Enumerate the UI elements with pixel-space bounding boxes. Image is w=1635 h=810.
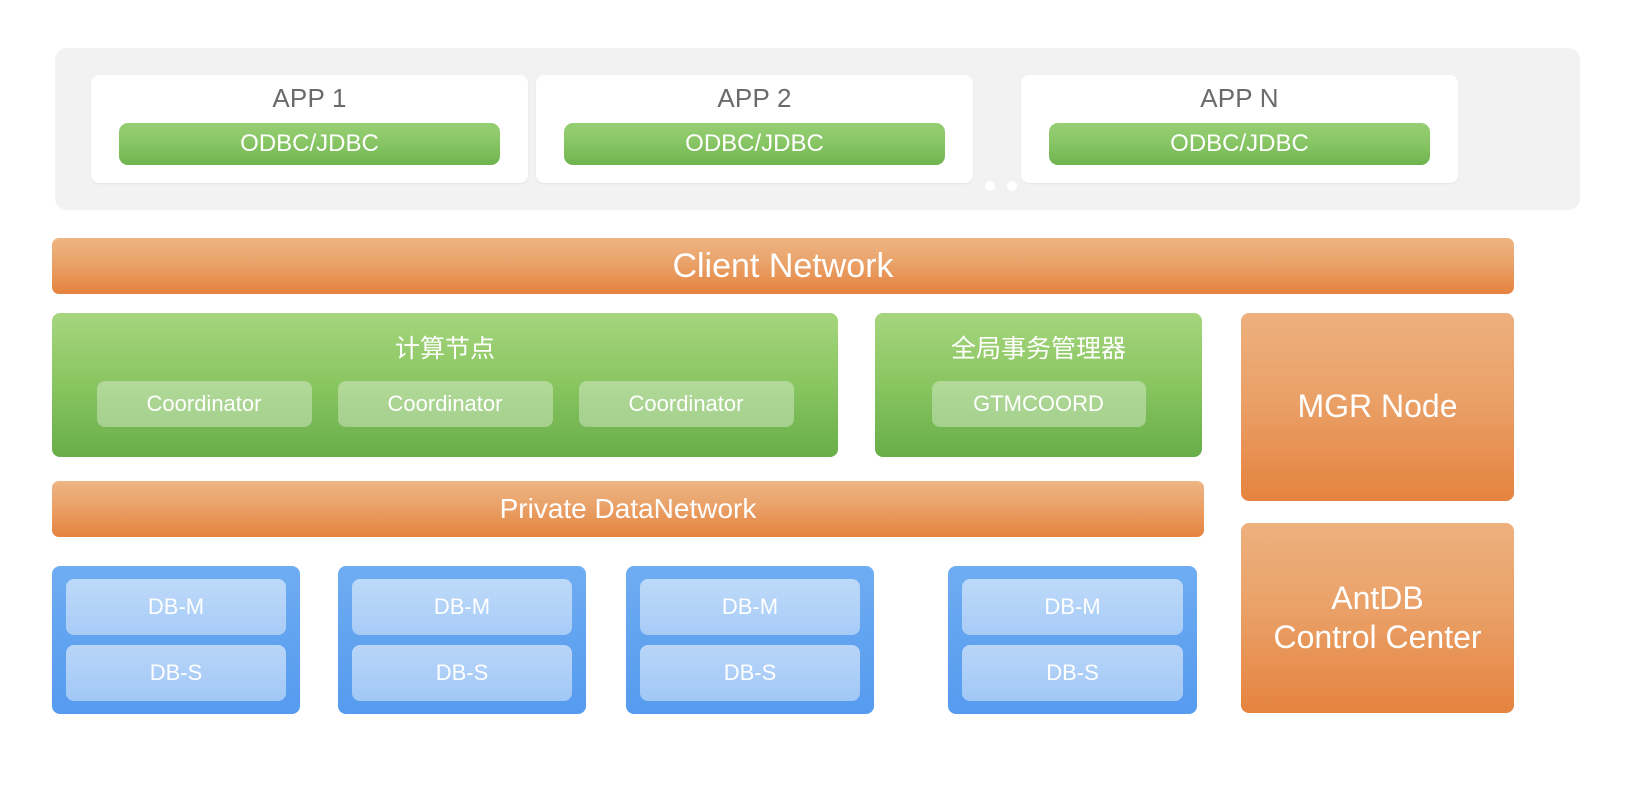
app-title: APP 2: [717, 83, 792, 113]
db-master-node[interactable]: DB-M: [640, 579, 860, 635]
client-network-bar: Client Network: [52, 238, 1514, 294]
control-center-line-2: Control Center: [1273, 619, 1482, 655]
odbc-jdbc-connector[interactable]: ODBC/JDBC: [564, 123, 945, 165]
coordinator-row: Coordinator Coordinator Coordinator: [52, 381, 838, 427]
coordinator-node[interactable]: Coordinator: [578, 381, 794, 427]
app-title: APP N: [1200, 83, 1279, 113]
application-band: APP 1 ODBC/JDBC APP 2 ODBC/JDBC APP N OD…: [55, 48, 1580, 250]
private-datanetwork-bar: Private DataNetwork: [52, 481, 1204, 537]
db-slave-node[interactable]: DB-S: [640, 645, 860, 701]
app-title: APP 1: [272, 83, 347, 113]
db-slave-node[interactable]: DB-S: [962, 645, 1183, 701]
db-group-3: DB-M DB-S: [626, 566, 874, 714]
app-card-2[interactable]: APP 2 ODBC/JDBC: [536, 75, 973, 183]
mgr-node-panel[interactable]: MGR Node: [1241, 313, 1514, 501]
compute-node-panel: 计算节点 Coordinator Coordinator Coordinator: [52, 313, 838, 457]
db-group-2: DB-M DB-S: [338, 566, 586, 714]
db-group-1: DB-M DB-S: [52, 566, 300, 714]
antdb-control-center-panel[interactable]: AntDB Control Center: [1241, 523, 1514, 713]
gtm-panel: 全局事务管理器 GTMCOORD: [875, 313, 1202, 457]
db-master-node[interactable]: DB-M: [352, 579, 572, 635]
db-master-node[interactable]: DB-M: [962, 579, 1183, 635]
gtm-title: 全局事务管理器: [950, 335, 1126, 363]
coordinator-node[interactable]: Coordinator: [337, 381, 553, 427]
coordinator-node[interactable]: Coordinator: [96, 381, 312, 427]
odbc-jdbc-connector[interactable]: ODBC/JDBC: [119, 123, 500, 165]
gtmcoord-node[interactable]: GTMCOORD: [931, 381, 1146, 427]
control-center-line-1: AntDB: [1331, 579, 1424, 616]
db-group-4: DB-M DB-S: [948, 566, 1197, 714]
compute-node-title: 计算节点: [394, 335, 495, 363]
ellipsis-dots-icon: [985, 181, 1027, 193]
db-master-node[interactable]: DB-M: [66, 579, 286, 635]
app-card-1[interactable]: APP 1 ODBC/JDBC: [91, 75, 528, 183]
gtm-node-row: GTMCOORD: [875, 381, 1202, 427]
odbc-jdbc-connector[interactable]: ODBC/JDBC: [1049, 123, 1430, 165]
app-card-n[interactable]: APP N ODBC/JDBC: [1021, 75, 1458, 183]
db-slave-node[interactable]: DB-S: [352, 645, 572, 701]
db-slave-node[interactable]: DB-S: [66, 645, 286, 701]
